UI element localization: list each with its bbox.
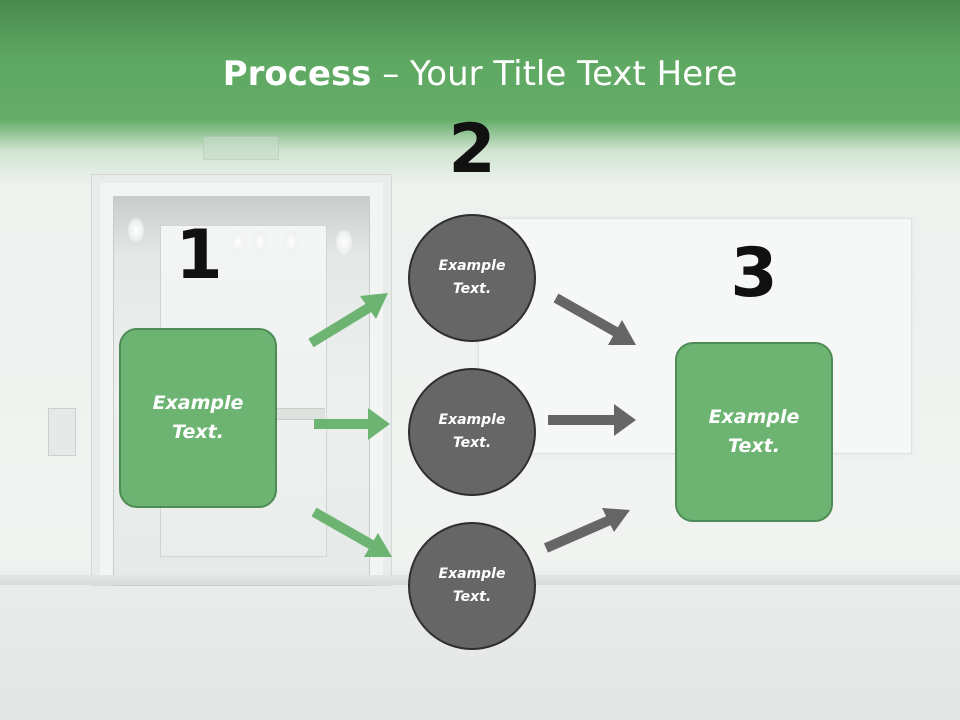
step-2-circle-top: Example Text. xyxy=(408,214,536,342)
ceiling-light xyxy=(283,230,299,254)
step-2-circle-bottom: Example Text. xyxy=(408,522,536,650)
exit-sign xyxy=(203,136,279,160)
step-1-text: Example Text. xyxy=(152,392,244,443)
circle-top-text: Example Text. xyxy=(438,258,506,297)
arrow-green-up xyxy=(308,293,388,348)
ceiling-light xyxy=(230,230,246,254)
elevator-call-panel xyxy=(48,408,76,456)
ceiling-light xyxy=(252,230,268,254)
arrow-gray-right xyxy=(548,404,636,436)
ceiling-light xyxy=(336,230,352,254)
title-bold: Process xyxy=(222,54,372,94)
step-2-circle-middle: Example Text. xyxy=(408,368,536,496)
page-title: Process – Your Title Text Here xyxy=(0,52,960,96)
arrow-gray-down xyxy=(553,293,636,345)
title-rest: – Your Title Text Here xyxy=(371,54,738,94)
step-number-1: 1 xyxy=(175,216,223,295)
step-number-3: 3 xyxy=(730,234,778,313)
arrow-green-down xyxy=(311,507,392,557)
step-3-box: Example Text. xyxy=(675,342,833,522)
arrow-gray-up xyxy=(543,508,630,553)
ceiling-light xyxy=(128,218,144,242)
step-1-box: Example Text. xyxy=(119,328,277,508)
step-3-text: Example Text. xyxy=(708,406,800,457)
circle-middle-text: Example Text. xyxy=(438,412,506,451)
arrow-green-right xyxy=(314,408,390,440)
circle-bottom-text: Example Text. xyxy=(438,566,506,605)
step-number-2: 2 xyxy=(448,110,496,189)
